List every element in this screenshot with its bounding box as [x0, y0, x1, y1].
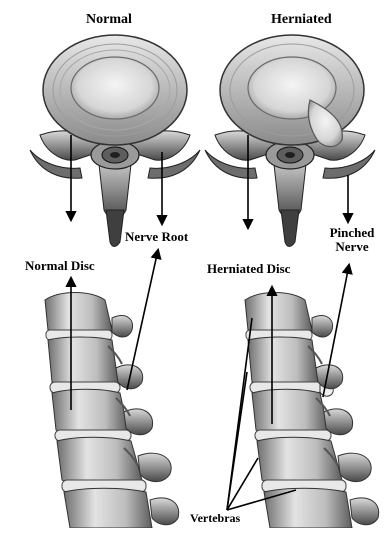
herniated-disc-label: Herniated Disc — [206, 262, 291, 276]
vertebras-label: Vertebras — [189, 512, 241, 525]
herniated-disc-cross-section — [205, 35, 375, 247]
herniated-panel-title: Herniated — [271, 12, 332, 27]
nerve-root-arrow-up — [127, 250, 158, 390]
pinched-nerve-line1: Pinched — [323, 226, 381, 240]
pinched-nerve-line2: Nerve — [323, 240, 381, 254]
normal-disc-cross-section — [30, 35, 200, 247]
vertebras-leader-2 — [227, 372, 247, 510]
pinched-nerve-label: Pinched Nerve — [323, 226, 381, 255]
normal-spine-column — [45, 293, 179, 529]
nerve-root-label: Nerve Root — [124, 230, 189, 244]
normal-disc-label: Normal Disc — [24, 259, 96, 273]
normal-panel-title: Normal — [86, 12, 132, 27]
herniated-spine-column — [245, 293, 379, 529]
